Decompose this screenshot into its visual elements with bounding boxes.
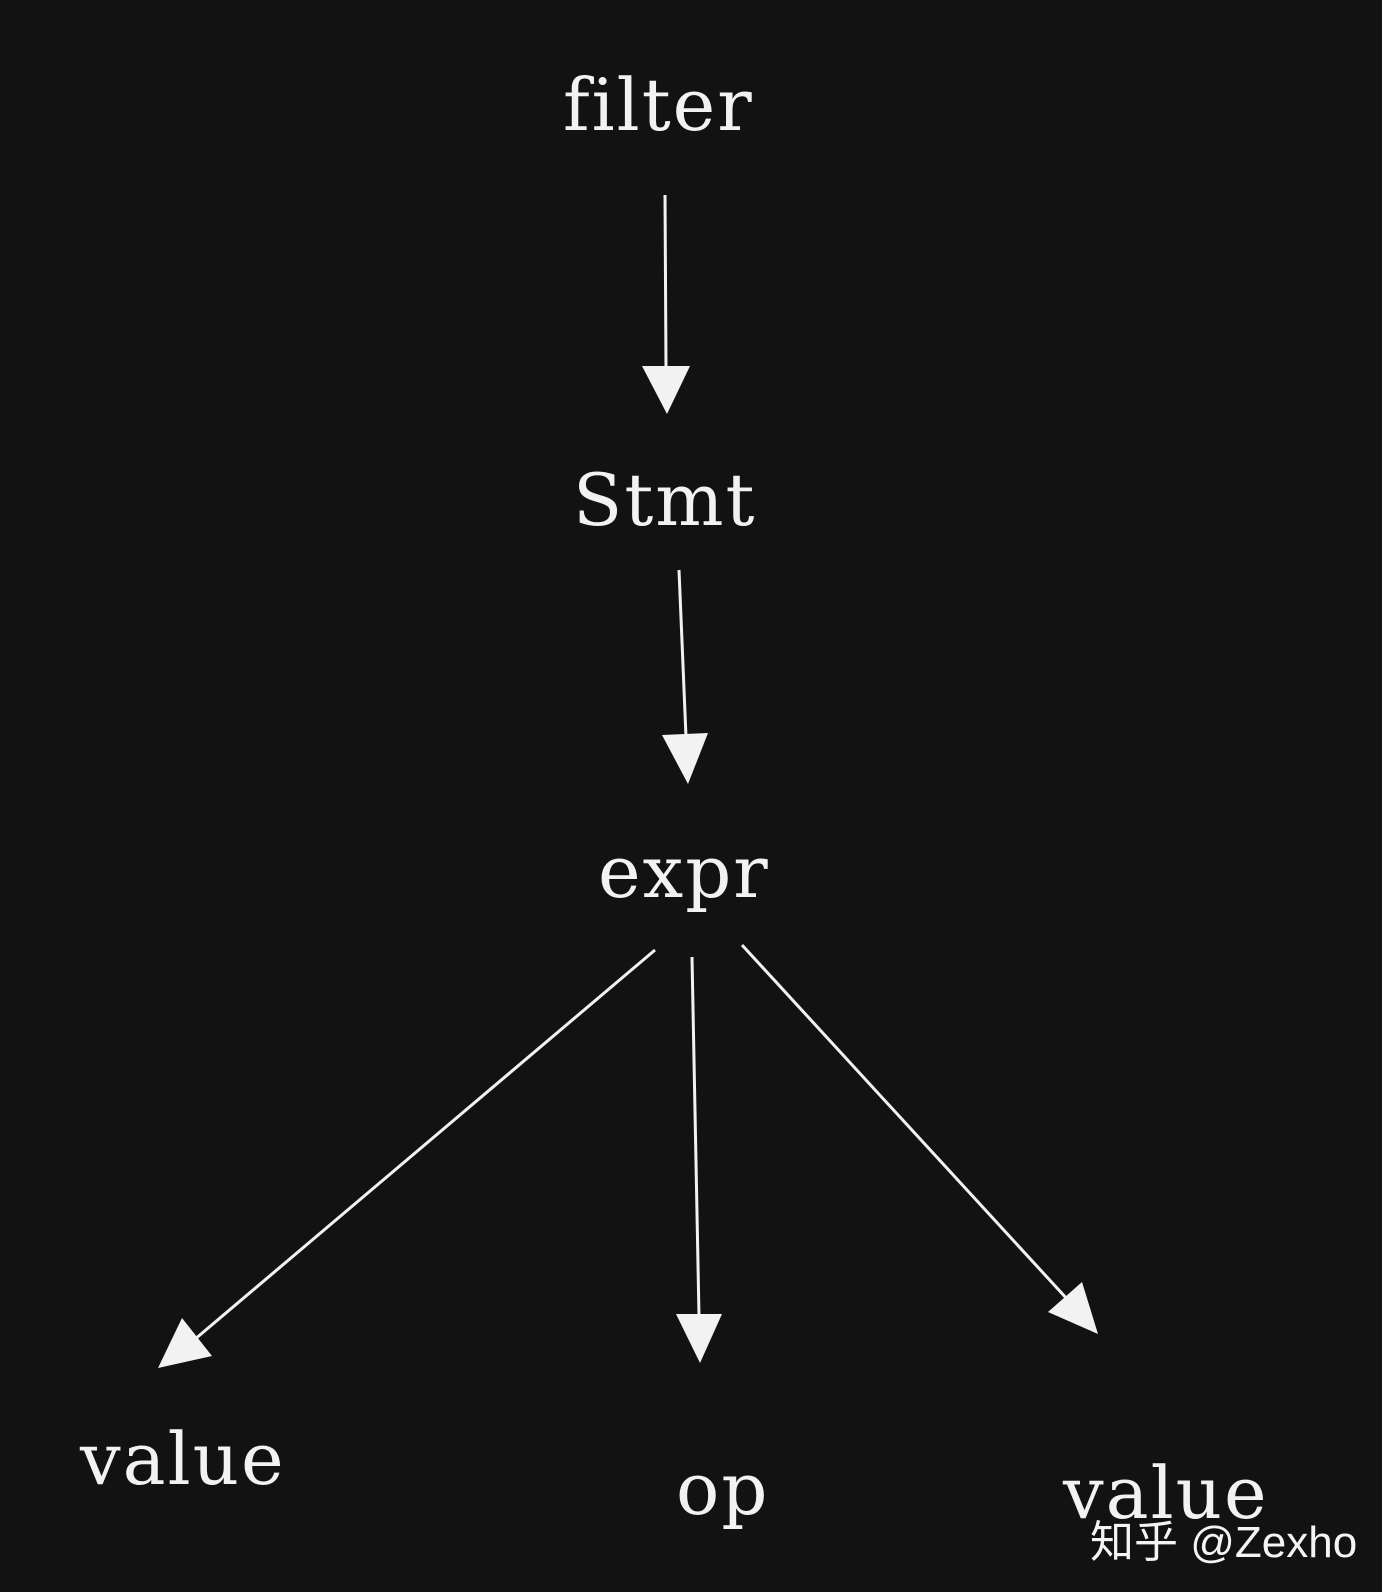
node-expr: expr — [598, 830, 770, 914]
node-stmt: Stmt — [573, 458, 756, 542]
watermark-text: 知乎 @Zexho — [1090, 1518, 1358, 1567]
edge-expr-to-op — [676, 956, 722, 1363]
node-value-right: value — [1062, 1451, 1269, 1535]
edge-expr-to-value-right — [740, 943, 1098, 1334]
edge-expr-to-value-left — [158, 948, 656, 1368]
node-value-left: value — [79, 1417, 286, 1501]
node-op: op — [676, 1447, 769, 1531]
edge-stmt-to-expr — [662, 569, 708, 784]
edge-filter-to-stmt — [642, 194, 690, 414]
node-filter: filter — [563, 63, 754, 147]
